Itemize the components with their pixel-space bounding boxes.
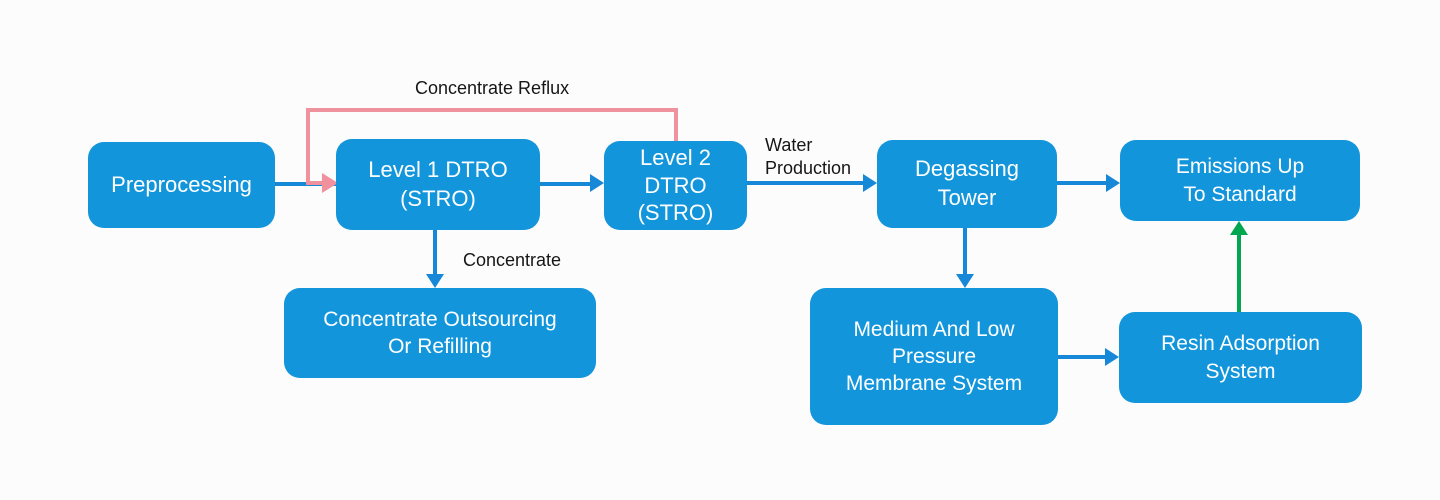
- edge-reflux-right-line: [674, 108, 678, 141]
- node-resin-adsorption-system: Resin Adsorption System: [1119, 312, 1362, 403]
- edge-label-water-production: Water Production: [765, 135, 852, 178]
- arrowhead-reflux-to-level1-icon: [322, 173, 338, 193]
- edge-degassing-to-emissions-line: [1057, 181, 1108, 185]
- arrowhead-membrane-to-resin-icon: [1105, 348, 1119, 366]
- arrowhead-resin-to-emissions-icon: [1230, 221, 1248, 235]
- node-preprocessing: Preprocessing: [88, 142, 275, 228]
- arrowhead-degassing-to-emissions-icon: [1106, 174, 1120, 192]
- edge-label-concentrate: Concentrate: [463, 250, 562, 270]
- edge-label-concentrate-reflux: Concentrate Reflux: [415, 78, 570, 98]
- node-emissions-up-to-standard: Emissions Up To Standard: [1120, 140, 1360, 221]
- edge-reflux-left-line: [306, 108, 310, 185]
- node-degassing-tower: Degassing Tower: [877, 140, 1057, 228]
- arrowhead-level2-to-degassing-icon: [863, 174, 877, 192]
- edge-reflux-top-line: [306, 108, 678, 112]
- edge-resin-to-emissions-line: [1237, 234, 1241, 312]
- edge-level1-to-level2-line: [540, 182, 592, 186]
- arrowhead-level1-to-level2-icon: [590, 174, 604, 192]
- node-membrane-system: Medium And Low Pressure Membrane System: [810, 288, 1058, 425]
- edge-reflux-entry-line: [306, 181, 326, 185]
- node-concentrate-outsourcing: Concentrate Outsourcing Or Refilling: [284, 288, 596, 378]
- edge-degassing-to-membrane-line: [963, 228, 967, 276]
- edge-membrane-to-resin-line: [1058, 355, 1107, 359]
- edge-level1-to-outsourcing-line: [433, 230, 437, 276]
- node-level1-dtro: Level 1 DTRO (STRO): [336, 139, 540, 230]
- arrowhead-degassing-to-membrane-icon: [956, 274, 974, 288]
- node-level2-dtro: Level 2 DTRO (STRO): [604, 141, 747, 230]
- edge-level2-to-degassing-line: [747, 181, 865, 185]
- arrowhead-level1-to-outsourcing-icon: [426, 274, 444, 288]
